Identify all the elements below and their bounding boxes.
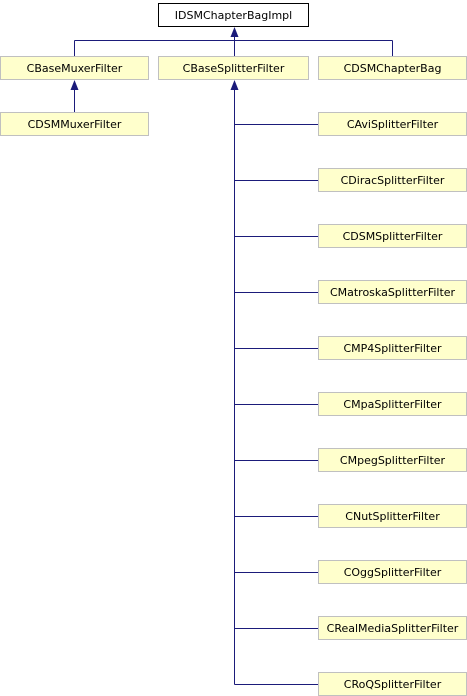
node-cmp4splitterfilter[interactable]: CMP4SplitterFilter <box>318 336 467 360</box>
node-caviSplitterfilter[interactable]: CAviSplitterFilter <box>318 112 467 136</box>
node-cmatroskasplitterfilter[interactable]: CMatroskaSplitterFilter <box>318 280 467 304</box>
node-cdsmmuxerfilter[interactable]: CDSMMuxerFilter <box>0 112 149 136</box>
node-idsmchapterbagimpl: IDSMChapterBagImpl <box>158 3 309 27</box>
node-cbasemuxerfilter[interactable]: CBaseMuxerFilter <box>0 56 149 80</box>
node-cdsmchapterbag[interactable]: CDSMChapterBag <box>318 56 467 80</box>
arrow-cbasesplitterfilter <box>230 80 239 90</box>
node-cdsmsplitterfilter[interactable]: CDSMSplitterFilter <box>318 224 467 248</box>
node-cmpegsplitterfilter[interactable]: CMpegSplitterFilter <box>318 448 467 472</box>
node-croqsplitterfilter[interactable]: CRoQSplitterFilter <box>318 672 467 696</box>
arrow-cbasemuxerfilter <box>70 80 79 90</box>
node-cnutsplitterfilter[interactable]: CNutSplitterFilter <box>318 504 467 528</box>
inheritance-edges <box>70 27 393 685</box>
node-cdiracsplitterfilter[interactable]: CDiracSplitterFilter <box>318 168 467 192</box>
arrow-root <box>230 27 239 37</box>
node-cmpasplitterfilter[interactable]: CMpaSplitterFilter <box>318 392 467 416</box>
node-cbasesplitterfilter[interactable]: CBaseSplitterFilter <box>158 56 309 80</box>
node-crealmediasplitterfilter[interactable]: CRealMediaSplitterFilter <box>318 616 467 640</box>
node-coggsplitterfilter[interactable]: COggSplitterFilter <box>318 560 467 584</box>
